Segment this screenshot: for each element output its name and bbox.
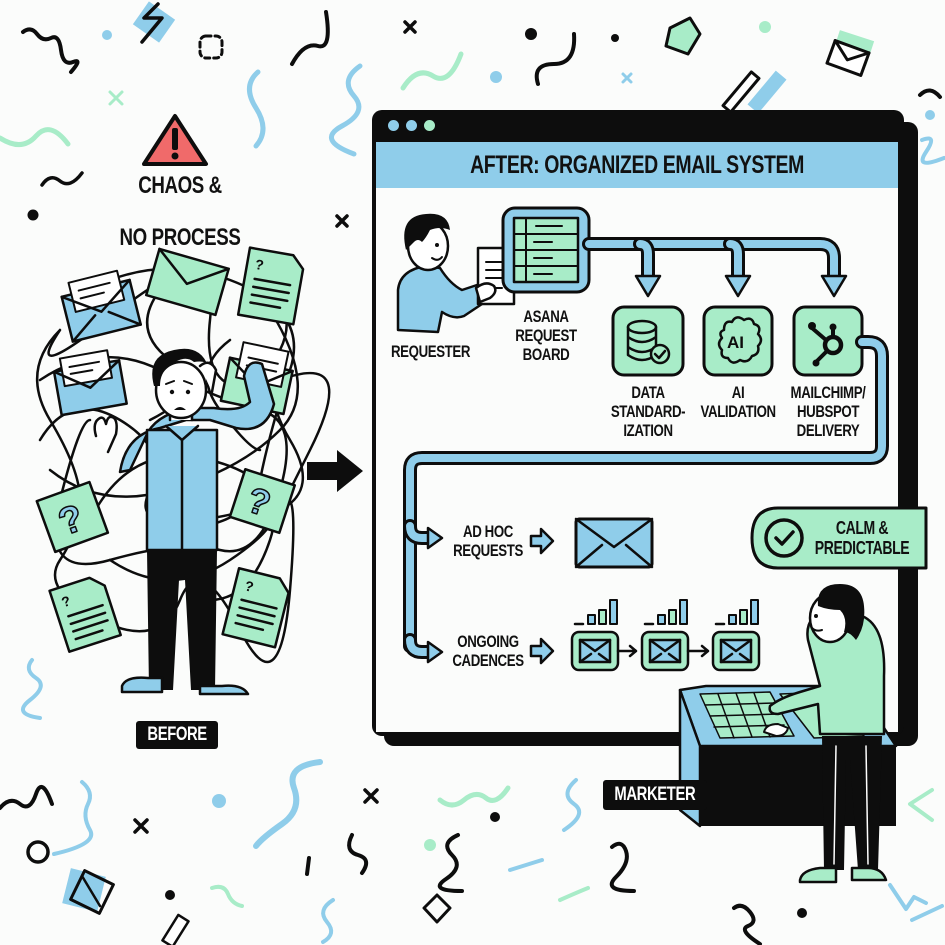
branch-ad-hoc[interactable]: AD HOC REQUESTS: [453, 522, 523, 560]
step-delivery[interactable]: MAILCHIMP/ HUBSPOT DELIVERY: [790, 383, 866, 440]
svg-text:AI: AI: [727, 333, 744, 352]
chaos-heading: CHAOS & NO PROCESS: [119, 172, 241, 251]
asana-board-label[interactable]: ASANA REQUEST BOARD: [515, 307, 577, 364]
before-label: BEFORE: [136, 721, 218, 749]
window-title: AFTER: ORGANIZED EMAIL SYSTEM: [470, 151, 804, 179]
marketer-label: MARKETER: [603, 780, 707, 810]
window-dot[interactable]: [424, 120, 435, 131]
window-dot[interactable]: [388, 120, 399, 131]
status-badge: CALM & PREDICTABLE: [814, 518, 910, 558]
window-titlebar: [372, 110, 904, 145]
requester-label: REQUESTER: [391, 342, 471, 361]
step-data-standardization[interactable]: DATA STANDARD- IZATION: [610, 383, 686, 440]
window-header: AFTER: ORGANIZED EMAIL SYSTEM: [376, 142, 898, 188]
bar-chart-icons: [573, 599, 759, 626]
step-ai-validation[interactable]: AI VALIDATION: [700, 383, 777, 421]
window-dot[interactable]: [406, 120, 417, 131]
svg-text:?: ?: [243, 577, 255, 595]
hubspot-sprocket-icon: [808, 322, 844, 367]
svg-text:?: ?: [254, 256, 265, 273]
warning-triangle-icon: [142, 114, 208, 166]
ai-brain-icon: AI: [717, 316, 763, 364]
branch-ongoing[interactable]: ONGOING CADENCES: [452, 632, 524, 670]
right-arrow-icon: [307, 450, 363, 492]
database-check-icon: [626, 319, 671, 365]
